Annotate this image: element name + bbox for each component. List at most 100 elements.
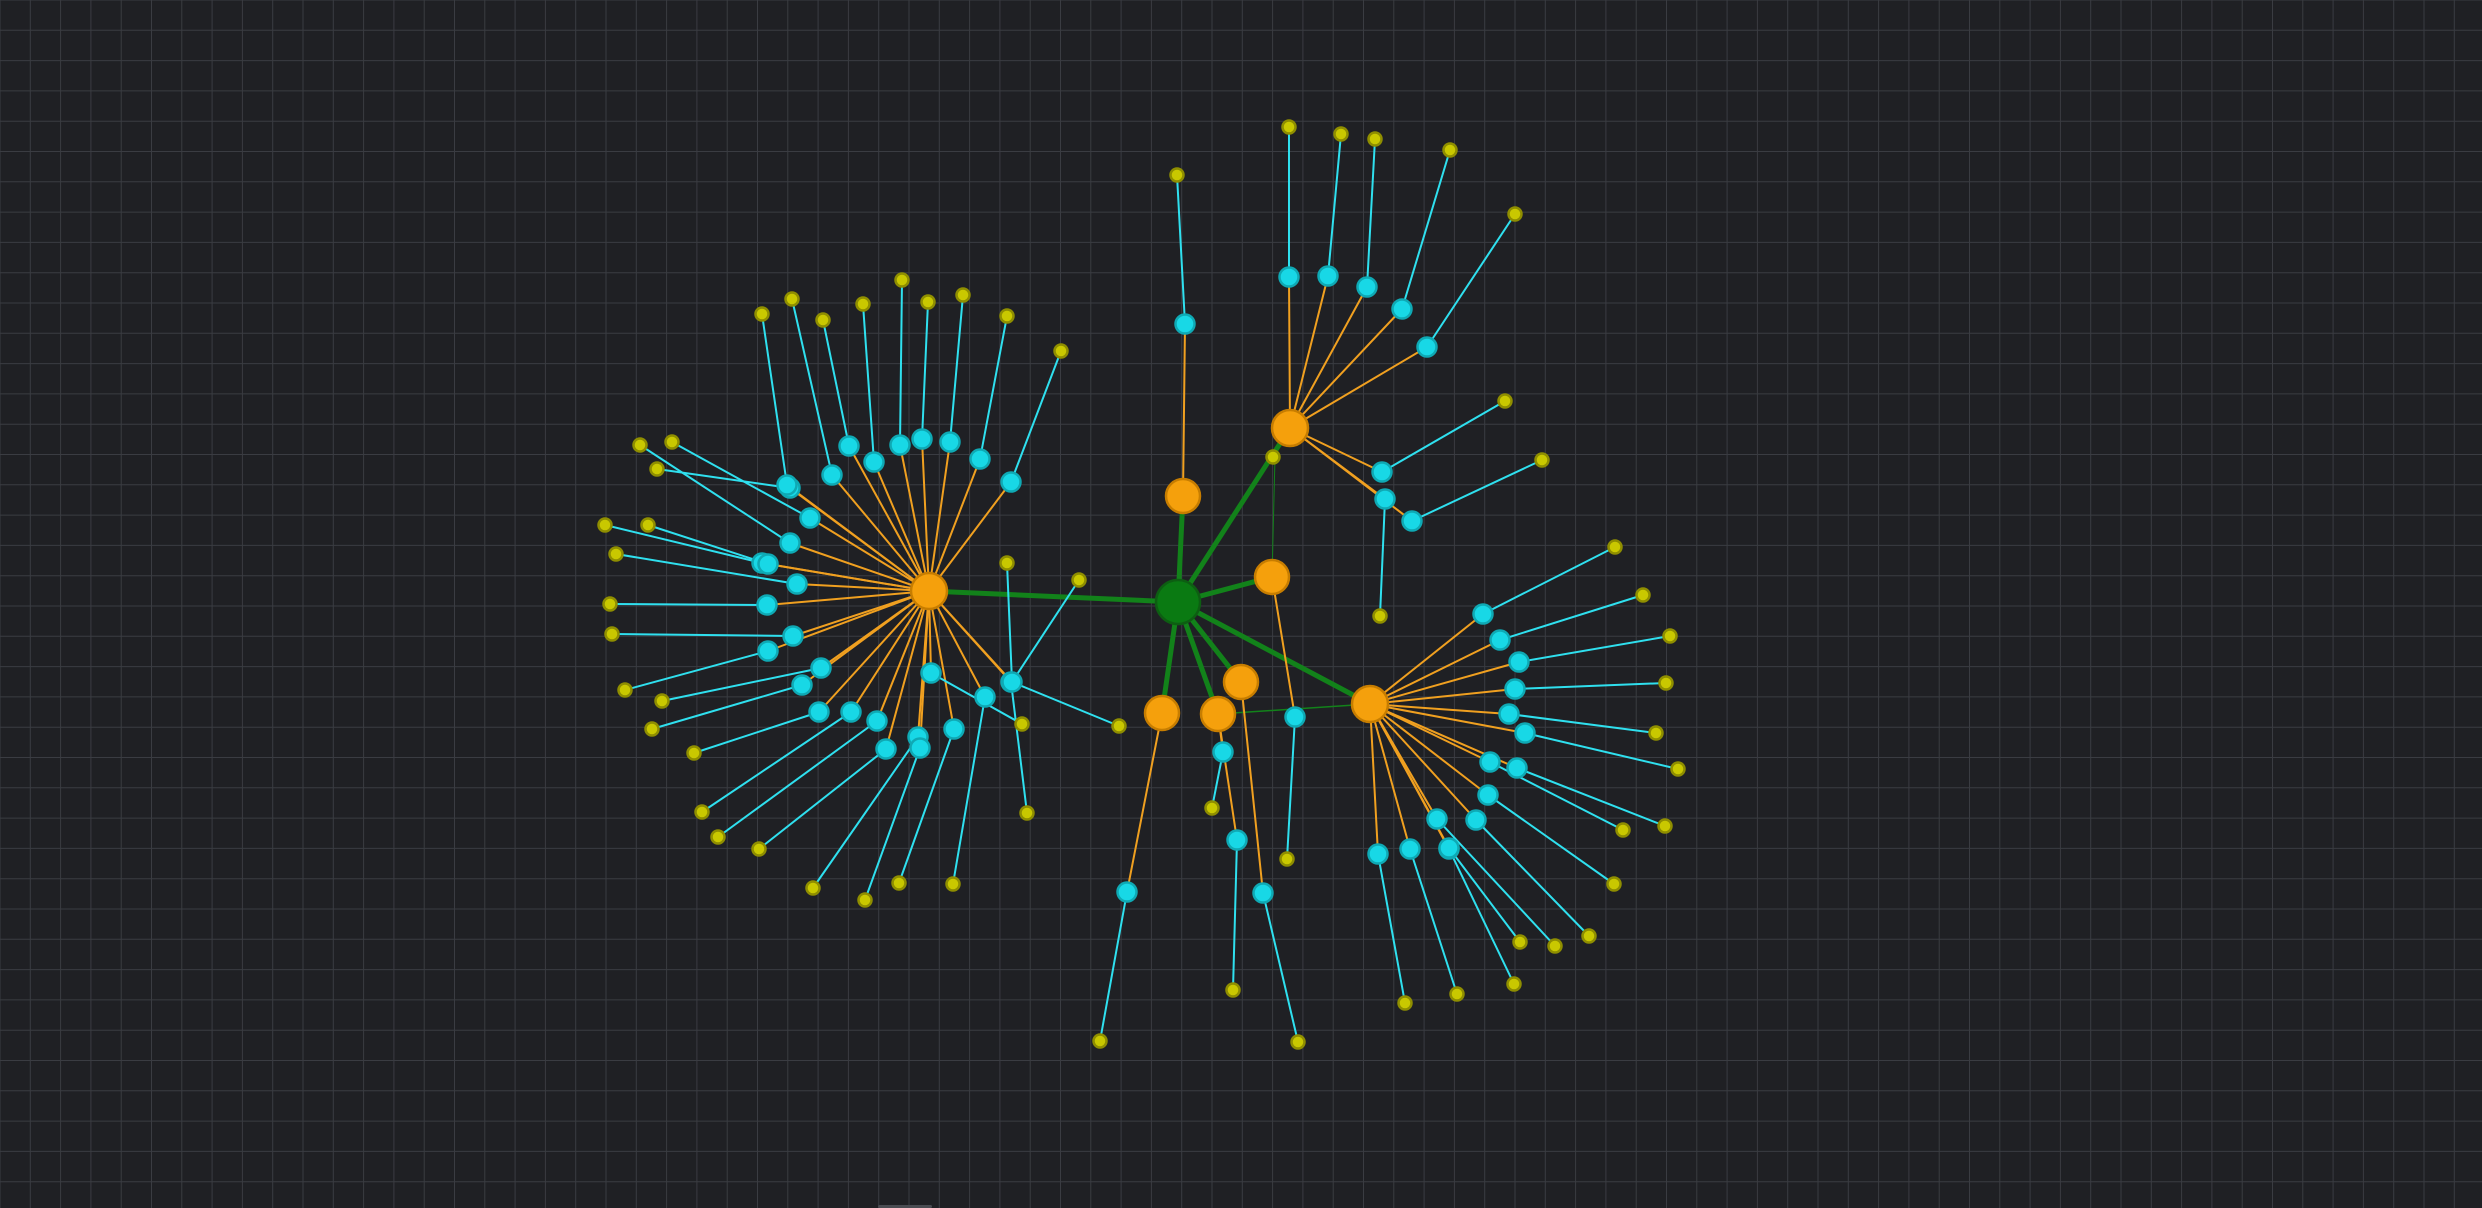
branch-node[interactable] bbox=[1508, 651, 1530, 673]
leaf-node[interactable] bbox=[649, 461, 665, 477]
leaf-node[interactable] bbox=[1670, 761, 1686, 777]
leaf-node[interactable] bbox=[664, 434, 680, 450]
branch-node[interactable] bbox=[756, 594, 778, 616]
leaf-node[interactable] bbox=[632, 437, 648, 453]
branch-node[interactable] bbox=[1317, 265, 1339, 287]
branch-node[interactable] bbox=[920, 662, 942, 684]
leaf-node[interactable] bbox=[1204, 800, 1220, 816]
branch-node[interactable] bbox=[779, 532, 801, 554]
branch-node[interactable] bbox=[1504, 678, 1526, 700]
leaf-node[interactable] bbox=[710, 829, 726, 845]
leaf-node[interactable] bbox=[1169, 167, 1185, 183]
leaf-node[interactable] bbox=[1449, 986, 1465, 1002]
branch-node[interactable] bbox=[821, 464, 843, 486]
hub-node[interactable] bbox=[909, 571, 949, 611]
branch-node[interactable] bbox=[1356, 276, 1378, 298]
branch-node[interactable] bbox=[810, 657, 832, 679]
leaf-node[interactable] bbox=[754, 306, 770, 322]
hub-node[interactable] bbox=[1270, 408, 1310, 448]
branch-node[interactable] bbox=[1278, 266, 1300, 288]
leaf-node[interactable] bbox=[694, 804, 710, 820]
branch-node[interactable] bbox=[1371, 461, 1393, 483]
leaf-node[interactable] bbox=[1615, 822, 1631, 838]
hub-node[interactable] bbox=[1199, 695, 1237, 733]
leaf-node[interactable] bbox=[1534, 452, 1550, 468]
leaf-node[interactable] bbox=[1279, 851, 1295, 867]
branch-node[interactable] bbox=[875, 738, 897, 760]
leaf-node[interactable] bbox=[1019, 805, 1035, 821]
branch-node[interactable] bbox=[1367, 843, 1389, 865]
branch-node[interactable] bbox=[782, 625, 804, 647]
leaf-node[interactable] bbox=[891, 875, 907, 891]
branch-node[interactable] bbox=[969, 448, 991, 470]
branch-node[interactable] bbox=[911, 428, 933, 450]
leaf-node[interactable] bbox=[1397, 995, 1413, 1011]
leaf-node[interactable] bbox=[1658, 675, 1674, 691]
leaf-node[interactable] bbox=[1607, 539, 1623, 555]
leaf-node[interactable] bbox=[1547, 938, 1563, 954]
branch-node[interactable] bbox=[808, 701, 830, 723]
leaf-node[interactable] bbox=[1281, 119, 1297, 135]
leaf-node[interactable] bbox=[1506, 976, 1522, 992]
hub-node[interactable] bbox=[1164, 477, 1202, 515]
leaf-node[interactable] bbox=[1014, 716, 1030, 732]
branch-node[interactable] bbox=[863, 451, 885, 473]
leaf-node[interactable] bbox=[1290, 1034, 1306, 1050]
leaf-node[interactable] bbox=[855, 296, 871, 312]
leaf-node[interactable] bbox=[1635, 587, 1651, 603]
branch-node[interactable] bbox=[1226, 829, 1248, 851]
branch-node[interactable] bbox=[1416, 336, 1438, 358]
leaf-node[interactable] bbox=[955, 287, 971, 303]
leaf-node[interactable] bbox=[617, 682, 633, 698]
branch-node[interactable] bbox=[757, 553, 779, 575]
leaf-node[interactable] bbox=[1111, 718, 1127, 734]
hub-node[interactable] bbox=[1222, 663, 1260, 701]
branch-node[interactable] bbox=[889, 434, 911, 456]
hub-node[interactable] bbox=[1350, 684, 1390, 724]
branch-node[interactable] bbox=[1489, 629, 1511, 651]
branch-node[interactable] bbox=[840, 701, 862, 723]
branch-node[interactable] bbox=[1284, 706, 1306, 728]
hub-node[interactable] bbox=[1143, 694, 1181, 732]
leaf-node[interactable] bbox=[602, 596, 618, 612]
branch-node[interactable] bbox=[1514, 722, 1536, 744]
leaf-node[interactable] bbox=[1497, 393, 1513, 409]
branch-node[interactable] bbox=[1401, 510, 1423, 532]
branch-node[interactable] bbox=[1498, 703, 1520, 725]
resize-handle[interactable] bbox=[878, 1205, 932, 1208]
leaf-node[interactable] bbox=[604, 626, 620, 642]
leaf-node[interactable] bbox=[597, 517, 613, 533]
branch-node[interactable] bbox=[943, 718, 965, 740]
leaf-node[interactable] bbox=[857, 892, 873, 908]
leaf-node[interactable] bbox=[815, 312, 831, 328]
leaf-node[interactable] bbox=[640, 517, 656, 533]
branch-node[interactable] bbox=[838, 435, 860, 457]
leaf-node[interactable] bbox=[784, 291, 800, 307]
leaf-node[interactable] bbox=[999, 555, 1015, 571]
branch-node[interactable] bbox=[786, 573, 808, 595]
branch-node[interactable] bbox=[1399, 838, 1421, 860]
hub-node[interactable] bbox=[1253, 558, 1291, 596]
branch-node[interactable] bbox=[1252, 882, 1274, 904]
branch-node[interactable] bbox=[1465, 809, 1487, 831]
branch-node[interactable] bbox=[939, 431, 961, 453]
leaf-node[interactable] bbox=[945, 876, 961, 892]
leaf-node[interactable] bbox=[1092, 1033, 1108, 1049]
leaf-node[interactable] bbox=[1662, 628, 1678, 644]
leaf-node[interactable] bbox=[805, 880, 821, 896]
leaf-node[interactable] bbox=[1648, 725, 1664, 741]
leaf-node[interactable] bbox=[1372, 608, 1388, 624]
branch-node[interactable] bbox=[909, 737, 931, 759]
branch-node[interactable] bbox=[1001, 671, 1023, 693]
leaf-node[interactable] bbox=[654, 693, 670, 709]
leaf-node[interactable] bbox=[1442, 142, 1458, 158]
branch-node[interactable] bbox=[1174, 313, 1196, 335]
leaf-node[interactable] bbox=[1053, 343, 1069, 359]
branch-node[interactable] bbox=[776, 474, 798, 496]
branch-node[interactable] bbox=[1116, 881, 1138, 903]
node-layer[interactable] bbox=[597, 119, 1686, 1050]
branch-node[interactable] bbox=[1479, 751, 1501, 773]
branch-node[interactable] bbox=[866, 710, 888, 732]
